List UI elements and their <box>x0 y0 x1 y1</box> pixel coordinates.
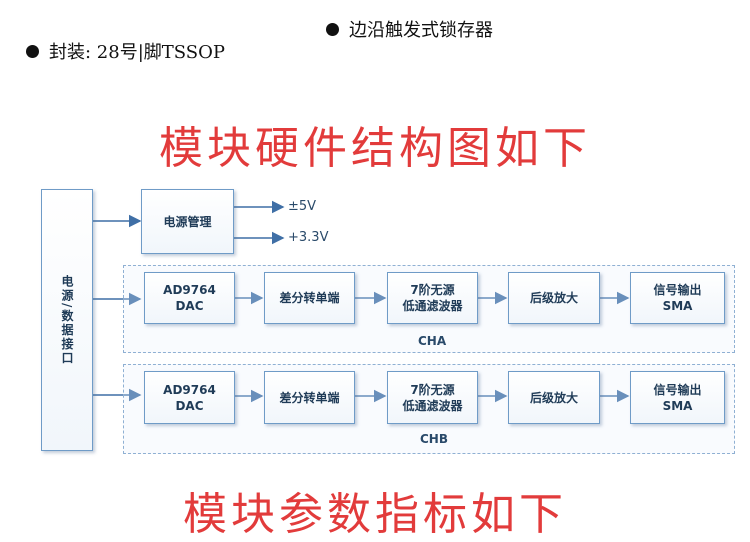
power-management-label: 电源管理 <box>163 214 212 229</box>
heading-hardware-structure: 模块硬件结构图如下 <box>159 123 591 174</box>
chb-signal-output-box: 信号输出 SMA <box>630 371 725 424</box>
spec-text: 边沿触发式锁存器 <box>349 20 493 41</box>
heading-parameters: 模块参数指标如下 <box>183 489 567 540</box>
chb-dac-box: AD9764 DAC <box>144 371 235 424</box>
block-line2: 低通滤波器 <box>402 299 463 313</box>
power-management-box: 电源管理 <box>141 189 234 254</box>
block-line1: 信号输出 <box>653 283 702 297</box>
spec-item-package: 封装: 28号|脚TSSOP <box>26 38 225 64</box>
bullet-icon <box>26 44 39 58</box>
diagram-connectors <box>93 200 630 403</box>
power-output-label-3v3: +3.3V <box>288 230 329 245</box>
power-output-label-5v: ±5V <box>288 199 317 214</box>
power-data-interface-box: 电源/数据接口 <box>41 189 93 451</box>
block-line2: SMA <box>662 398 693 413</box>
spec-item-latch: 边沿触发式锁存器 <box>326 16 493 42</box>
chb-lowpass-filter-box: 7阶无源 低通滤波器 <box>387 371 478 424</box>
cha-dac-box: AD9764 DAC <box>144 272 235 324</box>
channel-a-label: CHA <box>418 334 447 348</box>
cha-diff-to-single-box: 差分转单端 <box>264 272 355 324</box>
chb-amplifier-box: 后级放大 <box>508 371 600 424</box>
block-line1: AD9764 <box>163 283 216 297</box>
block-line1: 后级放大 <box>529 291 578 305</box>
block-line1: 7阶无源 <box>410 283 455 297</box>
block-line2: DAC <box>175 299 204 313</box>
block-line1: AD9764 <box>163 382 216 397</box>
block-line1: 差分转单端 <box>279 291 340 305</box>
cha-lowpass-filter-box: 7阶无源 低通滤波器 <box>387 272 478 324</box>
interface-label: 电源/数据接口 <box>60 274 74 366</box>
spec-text: 封装: 28号|脚TSSOP <box>49 42 225 63</box>
block-line1: 后级放大 <box>529 390 578 405</box>
block-line1: 7阶无源 <box>410 382 455 397</box>
channel-b-label: CHB <box>420 432 448 446</box>
block-line2: SMA <box>662 299 693 313</box>
block-line1: 信号输出 <box>653 382 702 397</box>
chb-diff-to-single-box: 差分转单端 <box>264 371 355 424</box>
cha-amplifier-box: 后级放大 <box>508 272 600 324</box>
bullet-icon <box>326 22 339 36</box>
block-line2: DAC <box>175 398 204 413</box>
cha-signal-output-box: 信号输出 SMA <box>630 272 725 324</box>
block-line1: 差分转单端 <box>279 390 340 405</box>
block-line2: 低通滤波器 <box>402 398 463 413</box>
